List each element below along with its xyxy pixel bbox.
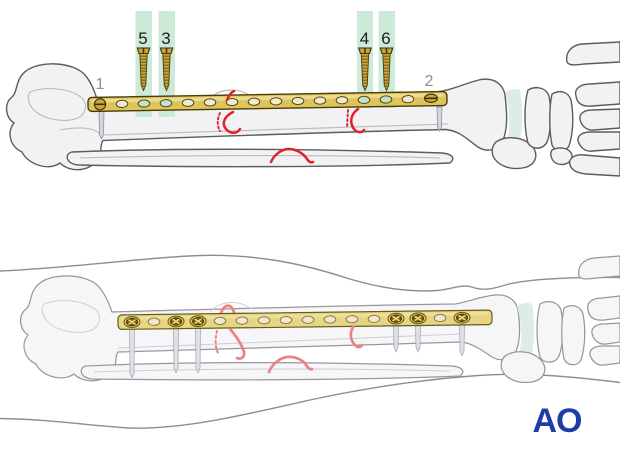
metatarsal-3: [579, 108, 620, 131]
screw-shaft: [415, 323, 421, 353]
fracture-lines-bottom: [214, 324, 364, 374]
screw-shaft: [459, 321, 465, 357]
seated-screw: [123, 316, 141, 328]
plate-hole: [235, 316, 249, 325]
fracture-line-tibia-right: [349, 107, 366, 134]
plate-end-1-label: 1: [96, 76, 105, 93]
plate-hole: [345, 315, 359, 324]
tibia-neck-contour: [59, 127, 101, 135]
plate-hole-target-3: [159, 99, 173, 108]
plate-hole-target-6: [379, 95, 393, 104]
panel-top-exposed-bones: 5 3 4 6 1 2: [5, 11, 620, 177]
seated-screw: [167, 315, 185, 328]
seated-screws: [123, 311, 471, 328]
tibia-shaft-contour: [103, 123, 449, 136]
fragment-contour: [212, 89, 250, 97]
fracture-line-tibia-right-hidden: [346, 109, 349, 129]
tibia-head-contour: [27, 88, 87, 121]
plate-holes-soft: [147, 313, 447, 326]
screw-3-label: 3: [161, 29, 170, 48]
metatarsal-3-soft: [591, 322, 620, 345]
bone-plate-soft: [117, 309, 493, 330]
panel-bottom-soft-tissue: AO: [0, 254, 620, 440]
fracture-line-tibia-left-hidden-soft: [214, 330, 219, 354]
inserted-screw-shaft-right: [436, 106, 443, 133]
fracture-line-tibia-right-soft: [349, 324, 364, 349]
talus-bone-soft: [500, 351, 546, 384]
plate-holes: [115, 95, 415, 109]
plate-hole: [257, 316, 271, 325]
plate-hole-target-5: [137, 99, 151, 108]
screw-shaft: [393, 323, 399, 353]
screw-shaft: [173, 325, 179, 374]
fracture-tick-above-plate: [225, 89, 236, 102]
plate-hole: [335, 96, 349, 105]
plate-hole: [313, 96, 327, 105]
fibula-contour: [79, 155, 441, 159]
ao-logo: AO: [533, 402, 583, 440]
ankle-joint-tint-soft: [517, 302, 535, 362]
metatarsal-1: [565, 41, 620, 66]
bone-plate: [87, 90, 448, 113]
navicular-bone-soft: [536, 301, 564, 363]
screw-5-label: 5: [138, 29, 147, 48]
seated-screw: [453, 311, 471, 324]
fracture-line-tibia-left-soft: [228, 327, 246, 360]
screw-shaft: [129, 325, 135, 379]
plate-hole: [401, 95, 415, 104]
plate-hole-target-4: [357, 95, 371, 104]
plate-hole: [323, 315, 337, 324]
metatarsal-1-soft: [578, 255, 620, 280]
seated-screw: [387, 312, 405, 325]
fracture-lines-top: [216, 89, 366, 164]
fracture-line-fibula: [269, 147, 315, 164]
talus-bone: [491, 137, 537, 170]
plate-hole: [279, 315, 293, 325]
inserted-screw-shaft-left: [98, 110, 105, 141]
plate-hole: [433, 313, 447, 323]
tibia-bone-soft: [20, 275, 521, 382]
plate-hole: [367, 314, 381, 323]
tibia-head-contour-soft: [41, 300, 100, 333]
metatarsal-2: [574, 81, 620, 107]
fibula-bone: [66, 148, 454, 168]
seated-screw: [189, 315, 207, 328]
cuneiform-bone-soft: [561, 305, 586, 366]
fracture-line-tibia-left: [222, 110, 242, 134]
plate-hole: [181, 98, 195, 107]
screw-6-label: 6: [381, 29, 390, 48]
metatarsal-2-soft: [586, 295, 620, 321]
plate-hole: [225, 97, 239, 107]
plate-end-2-label: 2: [425, 73, 434, 90]
plate-highlight: [90, 93, 444, 103]
plate-hole: [247, 97, 261, 106]
screw-4-label: 4: [360, 29, 369, 48]
plate-hole: [115, 99, 129, 109]
plate-hole: [269, 97, 283, 106]
seated-screw: [409, 312, 427, 325]
plate-hole: [301, 315, 315, 324]
tibia-shaft-contour-soft: [117, 333, 461, 349]
metatarsal-4: [577, 131, 620, 152]
metatarsal-5: [568, 154, 620, 177]
ankle-joint-tint: [505, 88, 523, 148]
plate-hole: [147, 317, 161, 326]
plate-hole: [203, 98, 217, 107]
tibia-bone: [5, 63, 508, 171]
skin-outline-top: [0, 254, 620, 292]
navicular-bone: [524, 86, 552, 149]
metatarsal-4-soft: [589, 345, 620, 366]
screw-shaft: [195, 325, 201, 374]
tarsal-small-bone: [550, 147, 573, 166]
fragment-contour-soft: [209, 302, 252, 313]
fracture-tick-above-plate-soft: [219, 304, 236, 315]
fracture-line-tibia-left-hidden: [216, 112, 221, 132]
cuneiform-bone: [549, 90, 574, 152]
plate-hole: [291, 96, 305, 106]
plate-hole: [213, 316, 227, 326]
fracture-line-fibula-soft: [267, 355, 314, 374]
fibula-contour-soft: [93, 368, 451, 373]
